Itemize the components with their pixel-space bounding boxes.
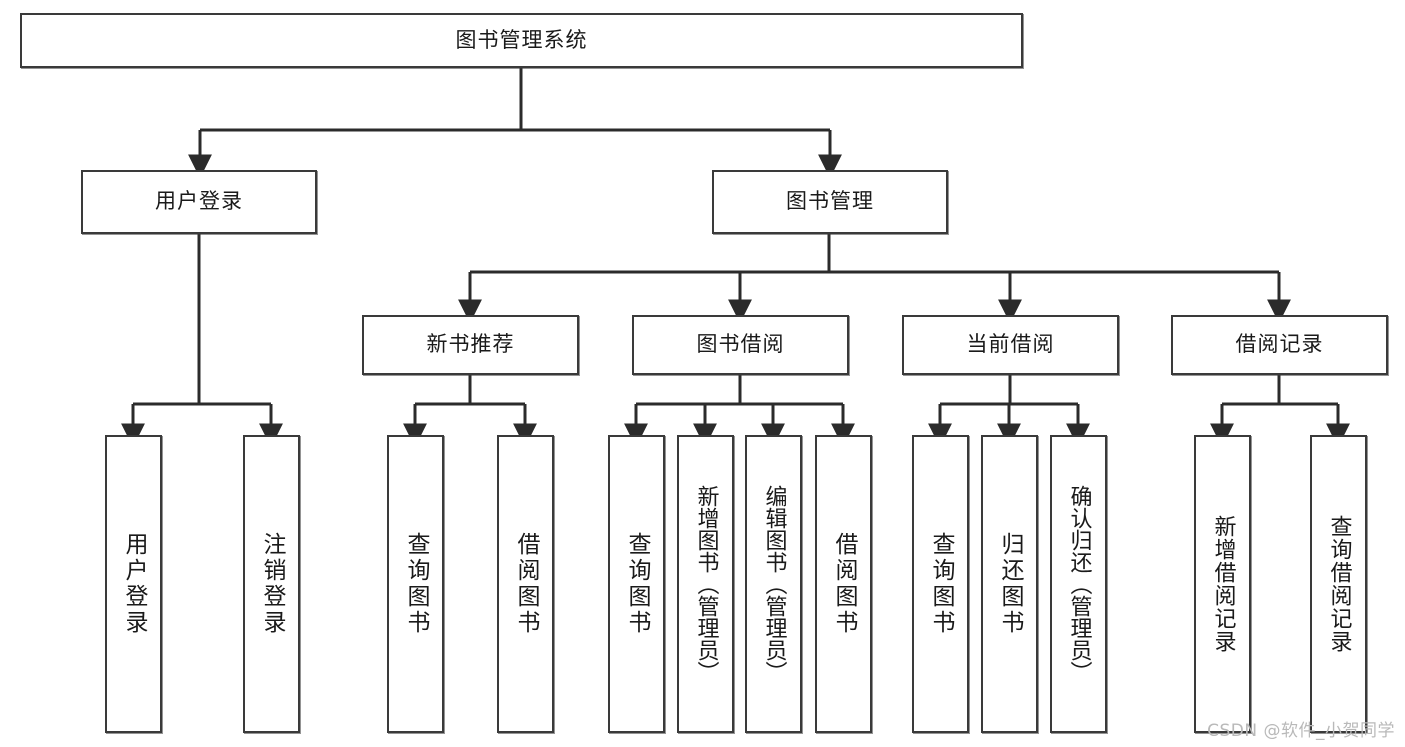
node-current-borrow[interactable]: 当前借阅 (902, 315, 1119, 375)
node-leaf-edit-book-admin[interactable]: 编辑图书（管理员） (745, 435, 802, 733)
connector-book-management-to-level3 (458, 234, 1291, 324)
node-leaf-confirm-return-admin[interactable]: 确认归还（管理员） (1050, 435, 1107, 733)
node-label: 借阅记录 (1235, 332, 1324, 357)
node-leaf-user-login[interactable]: 用户登录 (105, 435, 162, 733)
node-book-management-system[interactable]: 图书管理系统 (20, 13, 1023, 68)
node-leaf-borrow-book-2[interactable]: 借阅图书 (815, 435, 872, 733)
node-label: 当前借阅 (966, 332, 1055, 357)
node-leaf-query-book-3[interactable]: 查询图书 (912, 435, 969, 733)
node-leaf-add-book-admin[interactable]: 新增图书（管理员） (677, 435, 734, 733)
connector-user-login-to-leaves (121, 234, 283, 448)
node-label: 借阅图书 (513, 532, 539, 636)
node-leaf-query-borrow-record[interactable]: 查询借阅记录 (1310, 435, 1367, 733)
node-leaf-query-book-1[interactable]: 查询图书 (387, 435, 444, 733)
node-leaf-query-book-2[interactable]: 查询图书 (608, 435, 665, 733)
node-new-book-recommend[interactable]: 新书推荐 (362, 315, 579, 375)
node-label: 归还图书 (997, 532, 1023, 636)
node-leaf-borrow-book-1[interactable]: 借阅图书 (497, 435, 554, 733)
connector-borrow-record-to-leaves (1210, 375, 1350, 448)
node-label: 新书推荐 (426, 332, 515, 357)
connector-current-borrow-to-leaves (928, 375, 1090, 448)
node-label: 用户登录 (121, 532, 147, 636)
node-label: 查询图书 (403, 532, 429, 636)
connector-new-book-recommend-to-leaves (403, 375, 537, 448)
node-book-borrow[interactable]: 图书借阅 (632, 315, 849, 375)
node-label: 用户登录 (155, 189, 243, 214)
node-label: 新增借阅记录 (1210, 515, 1236, 653)
node-book-management[interactable]: 图书管理 (712, 170, 948, 234)
connector-root-to-level2 (188, 68, 842, 179)
node-label: 确认归还（管理员） (1066, 485, 1092, 683)
node-leaf-add-borrow-record[interactable]: 新增借阅记录 (1194, 435, 1251, 733)
node-label: 图书借阅 (696, 332, 785, 357)
node-borrow-record[interactable]: 借阅记录 (1171, 315, 1388, 375)
node-leaf-logout-login[interactable]: 注销登录 (243, 435, 300, 733)
node-label: 图书管理 (786, 189, 874, 214)
node-label: 编辑图书（管理员） (761, 485, 787, 683)
node-label: 借阅图书 (831, 532, 857, 636)
node-label: 注销登录 (259, 532, 285, 636)
node-label: 查询借阅记录 (1326, 515, 1352, 653)
node-leaf-return-book[interactable]: 归还图书 (981, 435, 1038, 733)
node-label: 查询图书 (624, 532, 650, 636)
watermark-text: CSDN @软件_小贺同学 (1207, 721, 1395, 741)
node-user-login[interactable]: 用户登录 (81, 170, 317, 234)
connector-book-borrow-to-leaves (624, 375, 855, 448)
node-label: 新增图书（管理员） (693, 485, 719, 683)
node-label: 查询图书 (928, 532, 954, 636)
node-label: 图书管理系统 (455, 27, 588, 52)
